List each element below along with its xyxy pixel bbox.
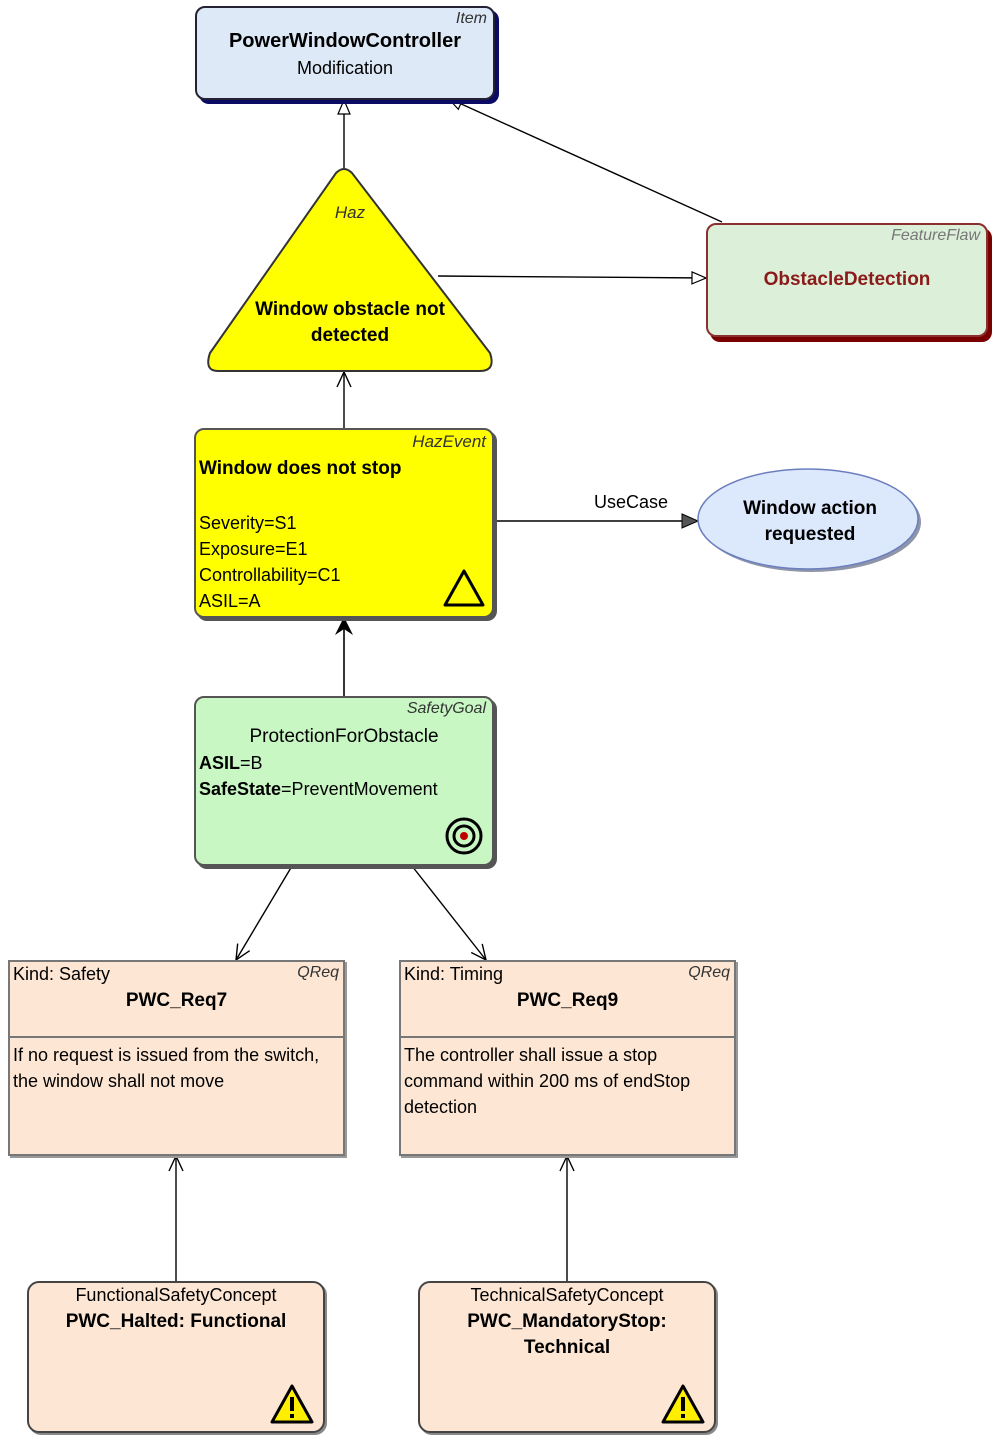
- hazardous-event-title: Window does not stop: [199, 458, 402, 479]
- asil-key: ASIL: [199, 753, 241, 773]
- hazardous-event-attributes: Severity=S1 Exposure=E1 Controllability=…: [199, 510, 341, 614]
- safety-goal-attributes: ASIL=B SafeState=PreventMovement: [199, 750, 438, 802]
- technical-safety-concept-node[interactable]: TechnicalSafetyConcept PWC_MandatoryStop…: [418, 1281, 716, 1433]
- feature-flaw-title: ObstacleDetection: [763, 269, 931, 290]
- requirement-divider: [401, 1036, 734, 1038]
- requirement-req9-node[interactable]: Kind: Timing QReq PWC_Req9 The controlle…: [399, 960, 736, 1156]
- link-goal-to-req7: [235, 865, 293, 962]
- link-flaw-to-item: [448, 97, 723, 223]
- feature-flaw-stereotype: FeatureFlaw: [891, 227, 980, 244]
- warning-icon: [270, 1384, 314, 1424]
- hazard-node[interactable]: Haz Window obstacle not detected: [200, 165, 500, 380]
- requirement-kind: Kind: Timing: [404, 964, 504, 984]
- safety-goal-node[interactable]: SafetyGoal ProtectionForObstacle ASIL=B …: [194, 696, 494, 866]
- concept-type: FunctionalSafetyConcept: [75, 1285, 277, 1305]
- item-subtitle: Modification: [296, 58, 394, 78]
- concept-type: TechnicalSafetyConcept: [470, 1285, 664, 1305]
- requirement-name: PWC_Req7: [125, 990, 228, 1011]
- exposure-attribute: Exposure=E1: [199, 539, 308, 559]
- target-icon: [445, 817, 483, 855]
- safe-state-value: =PreventMovement: [281, 779, 438, 799]
- hazard-triangle-icon: [443, 569, 485, 607]
- feature-flaw-node[interactable]: FeatureFlaw ObstacleDetection: [706, 223, 988, 337]
- item-node[interactable]: Item PowerWindowController Modification: [195, 6, 495, 100]
- safety-goal-safe-state: SafeState=PreventMovement: [199, 776, 438, 802]
- requirement-kind: Kind: Safety: [13, 964, 111, 984]
- safety-goal-stereotype: SafetyGoal: [406, 700, 486, 717]
- requirement-stereotype: QReq: [688, 964, 730, 981]
- asil-value: =B: [240, 753, 263, 773]
- hazard-stereotype: Haz: [334, 203, 366, 222]
- hazardous-event-stereotype: HazEvent: [412, 432, 486, 451]
- controllability-attribute: Controllability=C1: [199, 565, 341, 585]
- safety-goal-title: ProtectionForObstacle: [249, 726, 439, 747]
- item-stereotype: Item: [455, 10, 487, 27]
- usecase-title: Window action requested: [743, 498, 877, 545]
- requirement-text: If no request is issued from the switch,…: [13, 1045, 320, 1091]
- requirement-name: PWC_Req9: [516, 990, 619, 1011]
- safe-state-key: SafeState: [199, 779, 282, 799]
- safety-goal-asil: ASIL=B: [199, 750, 438, 776]
- hazardous-event-node[interactable]: HazEvent Window does not stop Severity=S…: [194, 428, 494, 618]
- concept-name: PWC_Halted: Functional: [65, 1311, 287, 1332]
- requirement-text: The controller shall issue a stop comman…: [404, 1045, 691, 1117]
- functional-safety-concept-node[interactable]: FunctionalSafetyConcept PWC_Halted: Func…: [27, 1281, 325, 1433]
- requirement-divider: [10, 1036, 343, 1038]
- link-haz-to-flaw: [437, 276, 706, 278]
- usecase-node[interactable]: Window action requested: [697, 466, 923, 576]
- warning-icon: [661, 1384, 705, 1424]
- item-title: PowerWindowController: [228, 30, 462, 52]
- link-goal-to-req9: [411, 865, 488, 962]
- asil-attribute: ASIL=A: [199, 591, 261, 611]
- concept-name: PWC_MandatoryStop: Technical: [467, 1311, 667, 1358]
- hazard-title: Window obstacle not detected: [255, 299, 445, 346]
- usecase-ellipse-shape: [697, 468, 921, 572]
- severity-attribute: Severity=S1: [199, 513, 297, 533]
- requirement-stereotype: QReq: [297, 964, 339, 981]
- requirement-req7-node[interactable]: Kind: Safety QReq PWC_Req7 If no request…: [8, 960, 345, 1156]
- usecase-edge-label: UseCase: [594, 492, 669, 512]
- hazard-triangle-shape: [207, 168, 493, 372]
